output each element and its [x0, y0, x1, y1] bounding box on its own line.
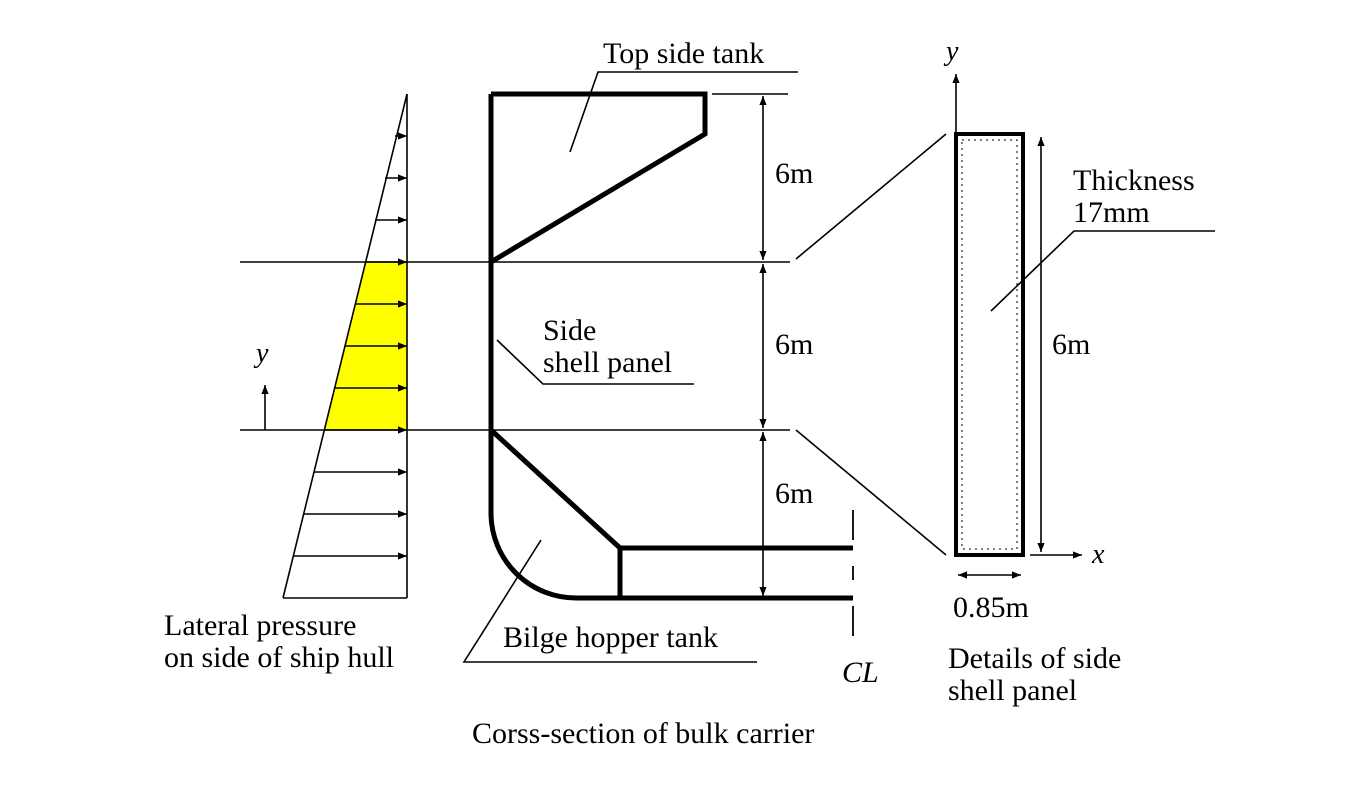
panel-outline: [954, 132, 1025, 557]
side-shell-label-line2: shell panel: [543, 346, 672, 379]
detail-connector-bottom: [795, 429, 947, 556]
detail-x-axis-label: x: [1091, 539, 1105, 570]
top-side-tank-label: Top side tank: [603, 37, 764, 70]
dimension-mid-label: 6m: [775, 328, 813, 361]
hull-cross-section: CL 6m 6m 6m Top side tank Side shell pan…: [462, 37, 879, 750]
y-axis-label-left: y: [253, 338, 269, 369]
detail-height-label: 6m: [1052, 328, 1090, 361]
thickness-label-line1: Thickness: [1073, 164, 1195, 197]
panel-details-label-line2: shell panel: [948, 674, 1077, 707]
panel-details-label-line1: Details of side: [948, 642, 1121, 675]
detail-y-axis-label: y: [943, 36, 959, 67]
top-side-tank-leader: [569, 71, 798, 153]
lateral-pressure-label-line1: Lateral pressure: [164, 609, 356, 642]
pressure-arrows: [294, 132, 407, 560]
detail-connector-top: [795, 133, 947, 260]
panel-detail: y x 6m 0.85m Thickness 17mm Details of s…: [943, 36, 1215, 707]
side-shell-leader: [496, 339, 694, 385]
centerline-label: CL: [842, 656, 879, 689]
thickness-label-line2: 17mm: [1073, 196, 1150, 229]
thickness-leader: [990, 230, 1215, 312]
dimension-bot-label: 6m: [775, 477, 813, 510]
panel-inner-boundary: [961, 139, 1018, 550]
bilge-hopper-tank-leader: [462, 539, 757, 663]
dimension-top-label: 6m: [775, 157, 813, 190]
top-side-tank-outline: [489, 91, 708, 265]
side-shell-label-line1: Side: [543, 314, 596, 347]
bilge-and-bottom-plate: [488, 514, 853, 601]
lateral-pressure-diagram: y Lateral pressure on side of ship hull: [164, 93, 408, 674]
bilge-hopper-tank-label: Bilge hopper tank: [503, 621, 718, 654]
lateral-pressure-label-line2: on side of ship hull: [164, 641, 394, 674]
detail-width-label: 0.85m: [953, 591, 1029, 624]
cross-section-caption: Corss-section of bulk carrier: [472, 717, 814, 750]
